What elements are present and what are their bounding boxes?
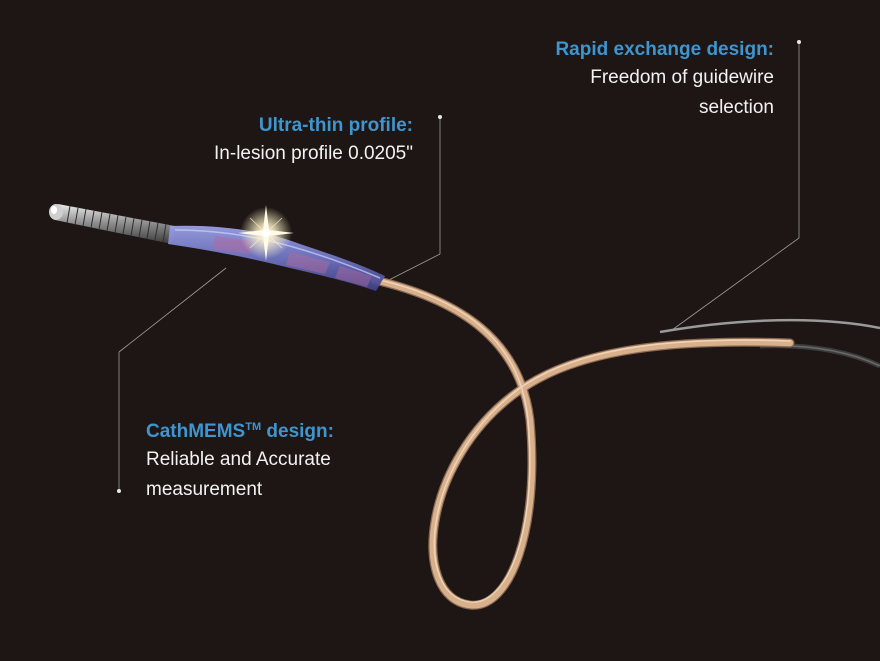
callout-line: In-lesion profile 0.0205" xyxy=(214,143,413,164)
heading-tail: design: xyxy=(261,421,334,442)
trademark-sup: TM xyxy=(245,421,262,433)
callout-heading: CathMEMSTM design: xyxy=(146,414,476,445)
callout-line: selection xyxy=(699,97,774,118)
callout-body: Reliable and Accurate measurement xyxy=(146,445,476,505)
callout-line: Freedom of guidewire xyxy=(590,67,774,88)
callout-body: In-lesion profile 0.0205" xyxy=(83,139,413,169)
leader-lines xyxy=(118,42,800,491)
callout-ultra-thin: Ultra-thin profile: In-lesion profile 0.… xyxy=(83,113,413,169)
callout-cathmems: CathMEMSTM design: Reliable and Accurate… xyxy=(146,414,476,505)
sparkle-icon xyxy=(238,205,294,261)
heading-main: CathMEMS xyxy=(146,421,246,442)
leader-endpoints xyxy=(117,40,801,493)
callout-rapid-exchange: Rapid exchange design: Freedom of guidew… xyxy=(444,37,774,123)
sensor-sleeve xyxy=(168,225,385,291)
callout-line: measurement xyxy=(146,479,263,500)
callout-heading: Rapid exchange design: xyxy=(555,39,774,60)
callout-heading: Ultra-thin profile: xyxy=(258,115,413,136)
callout-body: Freedom of guidewire selection xyxy=(444,63,774,123)
catheter-body xyxy=(370,275,795,610)
callout-line: Reliable and Accurate xyxy=(146,449,331,470)
guidewire-upper xyxy=(659,318,880,334)
guidewire-coil-tip xyxy=(49,204,175,244)
